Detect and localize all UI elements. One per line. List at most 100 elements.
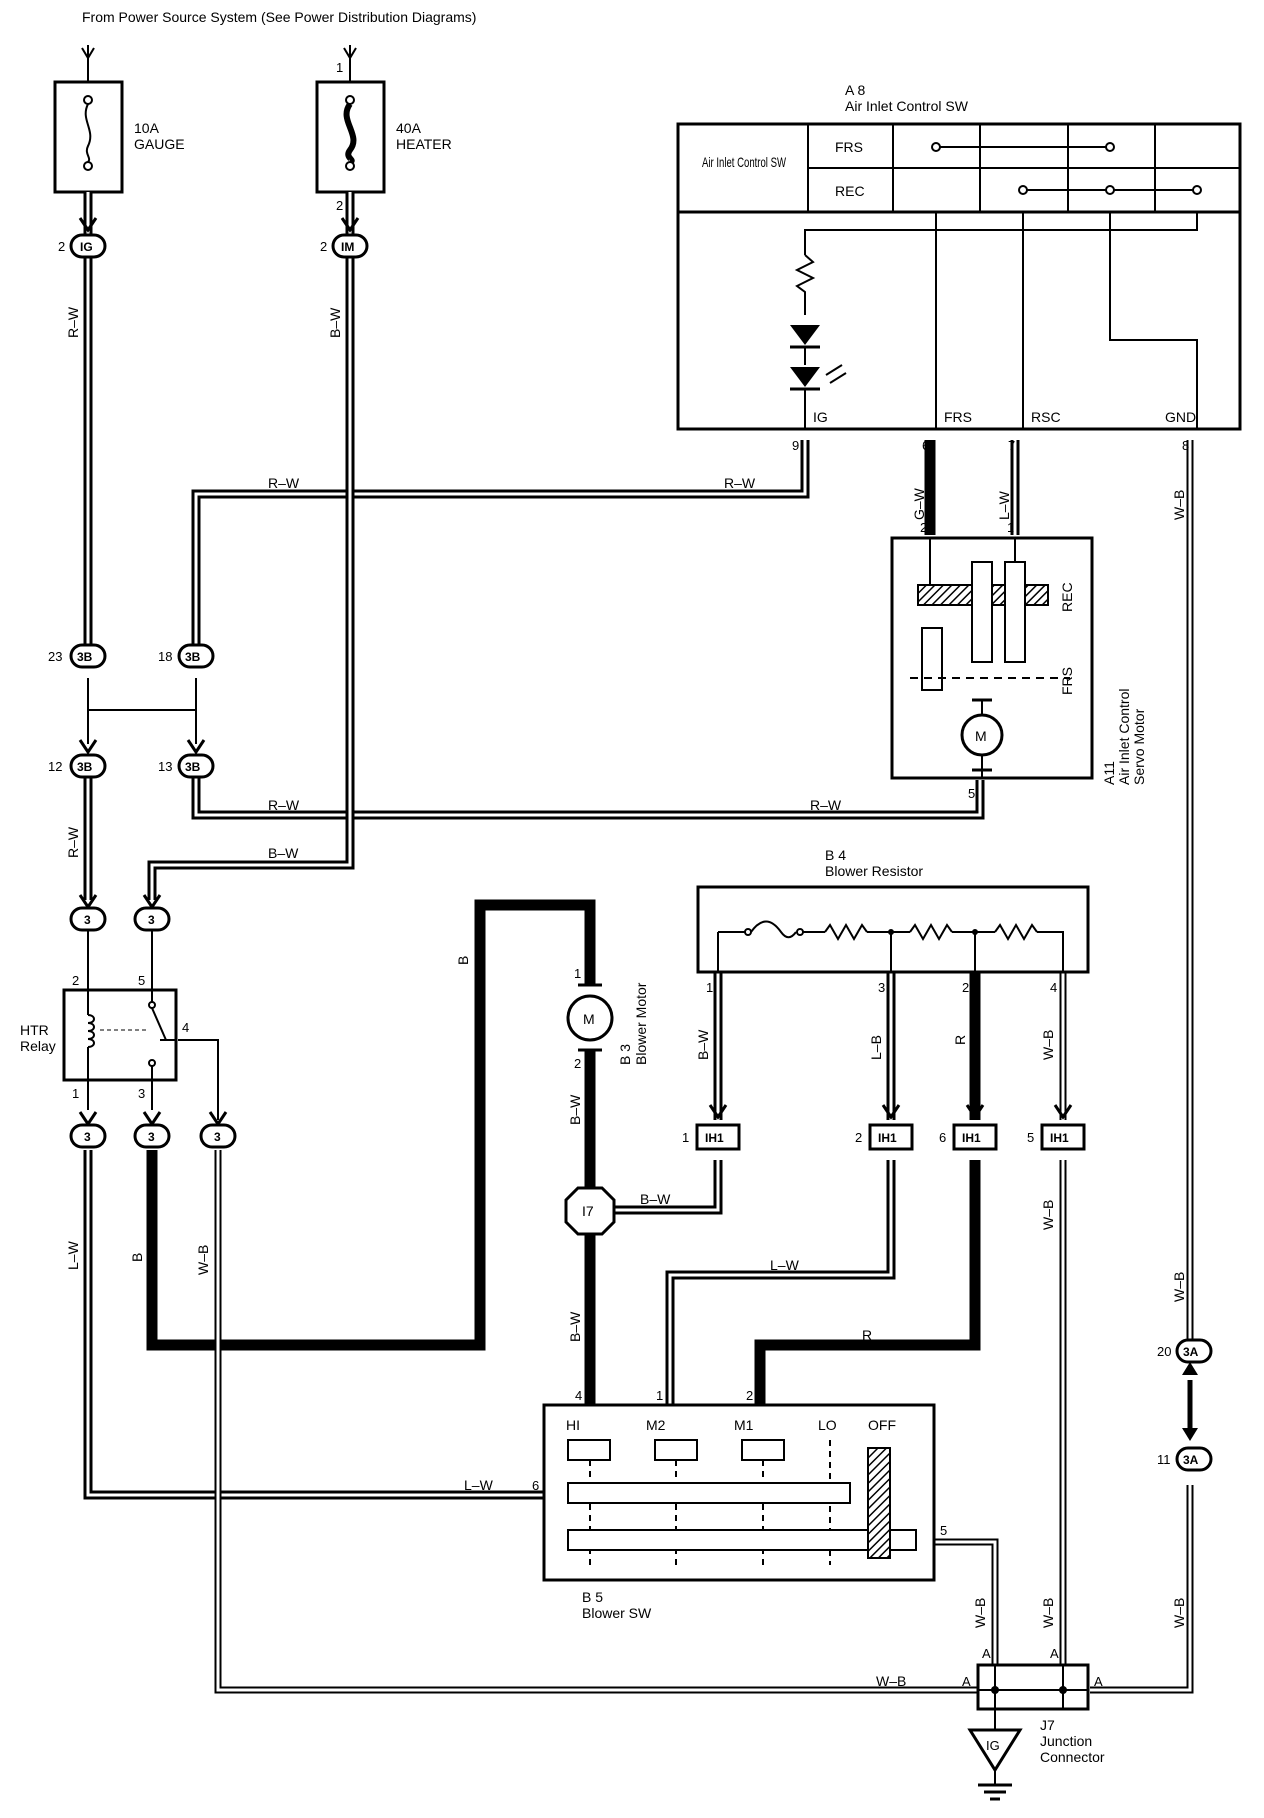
svg-text:Blower SW: Blower SW — [582, 1605, 652, 1621]
svg-text:IG: IG — [986, 1738, 1000, 1753]
junction-connector-j7: A A A A IG J7 Junction Connector — [962, 1646, 1105, 1801]
svg-text:5: 5 — [968, 786, 975, 801]
svg-text:B: B — [455, 956, 471, 965]
svg-text:R: R — [862, 1327, 872, 1343]
svg-text:Blower Motor: Blower Motor — [633, 982, 649, 1065]
svg-text:Relay: Relay — [20, 1038, 56, 1054]
connector-ig: IG 2 — [58, 217, 107, 259]
svg-text:IH1: IH1 — [1050, 1131, 1069, 1145]
svg-text:A: A — [1050, 1646, 1059, 1661]
svg-text:IH1: IH1 — [705, 1131, 724, 1145]
svg-text:R–W: R–W — [65, 306, 81, 338]
connector-3-e: 3 — [199, 1111, 237, 1149]
connector-3-c: 3 — [69, 1111, 107, 1149]
svg-text:3A: 3A — [1183, 1345, 1199, 1359]
svg-text:B–W: B–W — [567, 1311, 583, 1342]
svg-text:M2: M2 — [646, 1417, 666, 1433]
svg-text:2: 2 — [920, 520, 927, 535]
svg-text:B–W: B–W — [268, 845, 299, 861]
svg-text:5: 5 — [940, 1523, 947, 1538]
svg-text:3: 3 — [148, 1130, 155, 1144]
svg-text:8: 8 — [1182, 438, 1189, 453]
svg-text:1: 1 — [1007, 520, 1014, 535]
connector-3-d: 3 — [133, 1111, 171, 1149]
connector-3a-20: 3A 20 — [1157, 1338, 1213, 1375]
svg-text:2: 2 — [72, 973, 79, 988]
svg-text:2: 2 — [336, 198, 343, 213]
svg-text:W–B: W–B — [1171, 1598, 1187, 1628]
svg-text:W–B: W–B — [1040, 1200, 1056, 1230]
svg-text:10A: 10A — [134, 120, 160, 136]
svg-text:FRS: FRS — [835, 139, 863, 155]
svg-text:1: 1 — [706, 980, 713, 995]
svg-text:1: 1 — [682, 1130, 689, 1145]
svg-text:1: 1 — [72, 1086, 79, 1101]
svg-text:L–W: L–W — [464, 1477, 494, 1493]
svg-text:7: 7 — [1008, 438, 1015, 453]
svg-text:Air Inlet Control SW: Air Inlet Control SW — [702, 154, 787, 170]
svg-text:A: A — [982, 1646, 991, 1661]
svg-text:3: 3 — [84, 913, 91, 927]
svg-text:3: 3 — [138, 1086, 145, 1101]
svg-text:12: 12 — [48, 759, 62, 774]
svg-text:A11: A11 — [1101, 761, 1117, 785]
svg-text:A: A — [962, 1674, 971, 1689]
svg-text:4: 4 — [575, 1388, 582, 1403]
svg-text:L–W: L–W — [65, 1240, 81, 1270]
svg-text:LO: LO — [818, 1417, 837, 1433]
svg-text:M: M — [583, 1011, 595, 1027]
svg-text:6: 6 — [532, 1478, 539, 1493]
svg-text:W–B: W–B — [1040, 1030, 1056, 1060]
svg-text:3: 3 — [148, 913, 155, 927]
svg-text:W–B: W–B — [876, 1673, 906, 1689]
connector-3b-12: 3B 12 — [48, 739, 107, 779]
svg-text:2: 2 — [962, 980, 969, 995]
svg-text:23: 23 — [48, 649, 62, 664]
svg-text:IH1: IH1 — [878, 1131, 897, 1145]
svg-text:B 5: B 5 — [582, 1589, 603, 1605]
svg-text:3B: 3B — [77, 760, 93, 774]
svg-text:1: 1 — [656, 1388, 663, 1403]
connector-ih1-6: IH1 6 — [939, 1104, 998, 1151]
fuse-gauge: 10A GAUGE — [53, 45, 185, 194]
connector-ih1-2: IH1 2 — [855, 1104, 914, 1151]
svg-text:HEATER: HEATER — [396, 136, 452, 152]
svg-text:20: 20 — [1157, 1344, 1171, 1359]
svg-text:Junction: Junction — [1040, 1733, 1092, 1749]
connector-3-b: 3 — [133, 894, 171, 932]
junction-i7: I7 — [564, 1186, 616, 1236]
svg-text:R–W: R–W — [268, 475, 300, 491]
svg-text:J7: J7 — [1040, 1717, 1055, 1733]
svg-text:2: 2 — [58, 239, 65, 254]
svg-text:L–W: L–W — [996, 490, 1012, 520]
svg-text:Connector: Connector — [1040, 1749, 1105, 1765]
svg-text:Air Inlet Control: Air Inlet Control — [1116, 689, 1132, 785]
svg-text:W–B: W–B — [972, 1598, 988, 1628]
connector-3a-11: 3A 11 — [1157, 1428, 1213, 1472]
svg-text:3B: 3B — [185, 760, 201, 774]
connector-ih1-1: IH1 1 — [682, 1104, 741, 1151]
svg-text:3B: 3B — [185, 650, 201, 664]
power-source-note: From Power Source System (See Power Dist… — [82, 9, 476, 25]
svg-text:GND: GND — [1165, 409, 1196, 425]
svg-text:2: 2 — [746, 1388, 753, 1403]
svg-text:REC: REC — [835, 183, 865, 199]
svg-text:40A: 40A — [396, 120, 422, 136]
svg-text:RSC: RSC — [1031, 409, 1061, 425]
svg-text:IM: IM — [341, 240, 354, 254]
svg-text:1: 1 — [574, 966, 581, 981]
svg-text:L–W: L–W — [770, 1257, 800, 1273]
svg-text:G–W: G–W — [911, 487, 927, 520]
svg-text:FRS: FRS — [944, 409, 972, 425]
svg-text:R: R — [952, 1035, 968, 1045]
svg-text:W–B: W–B — [1171, 490, 1187, 520]
svg-text:W–B: W–B — [1040, 1598, 1056, 1628]
connector-3b-18: 3B 18 — [158, 643, 215, 669]
svg-text:B 3: B 3 — [617, 1044, 633, 1065]
svg-text:R–W: R–W — [810, 797, 842, 813]
connector-3b-23: 3B 23 — [48, 643, 107, 669]
svg-text:FRS: FRS — [1059, 667, 1075, 695]
svg-text:11: 11 — [1157, 1452, 1171, 1467]
svg-text:W–B: W–B — [1171, 1272, 1187, 1302]
svg-text:3B: 3B — [77, 650, 93, 664]
